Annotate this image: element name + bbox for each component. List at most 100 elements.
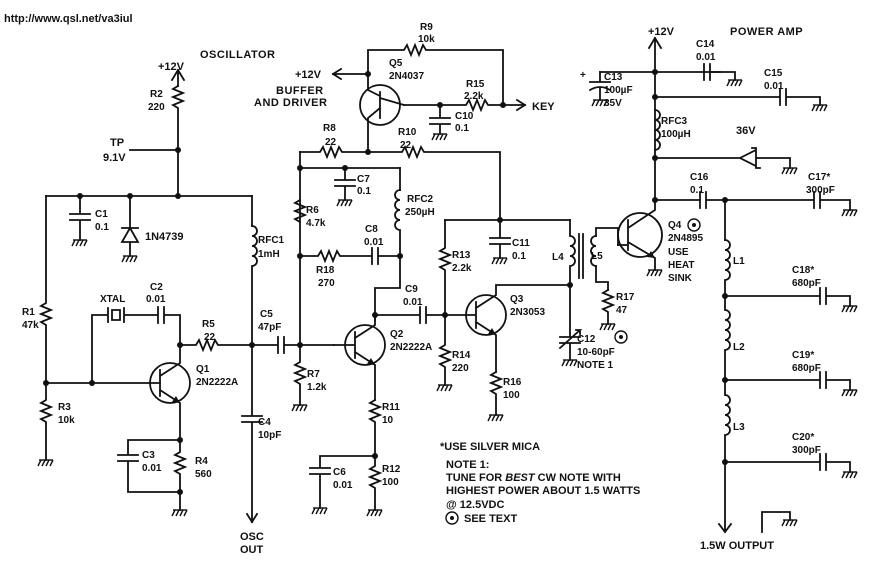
L1-ref: L1 [733,256,745,267]
L2-ref: L2 [733,342,745,353]
R1-ref: R1 [22,307,35,318]
C12-ref: C12 [577,334,596,345]
silver-mica-note: *USE SILVER MICA [440,441,540,453]
R6-ref: R6 [306,205,319,216]
osc-out-label-1: OSC [240,531,264,543]
C5-ref: C5 [260,309,273,320]
R5-value: 22 [204,332,216,343]
C6-ref: C6 [333,467,346,478]
note1-line3: @ 12.5VDC [446,499,504,511]
R10-value: 22 [400,140,412,151]
C5-value: 47pF [258,322,281,333]
C14-value: 0.01 [696,52,716,63]
R4-ref: R4 [195,456,208,467]
C8-ref: C8 [365,224,378,235]
L4-winding [569,219,576,286]
buffer-supply-label: +12V [295,69,322,81]
C9-ref: C9 [405,284,418,295]
C8-value: 0.01 [364,237,384,248]
L3-inductor [724,379,731,463]
C13-voltage: 35V [604,98,622,109]
R14-ref: R14 [452,350,471,361]
Q4-note-1: USE [668,247,689,258]
Q2-ref: Q2 [390,329,404,340]
C14-ref: C14 [696,39,715,50]
R5-ref: R5 [202,319,215,330]
key-label: KEY [532,101,555,113]
R12-value: 100 [382,477,399,488]
C19-ref: C19* [792,350,814,361]
L5-ref: L5 [591,251,603,262]
Q1-transistor [149,362,191,404]
RFC2-ref: RFC2 [407,194,434,205]
Q4-ref: Q4 [668,220,682,231]
L5-winding [590,235,597,267]
RFC1-choke [251,225,258,346]
R2-resistor [170,84,186,151]
L4-ref: L4 [552,252,564,263]
note1-title: NOTE 1: [446,459,489,471]
C11-ref: C11 [512,238,530,249]
Q4-note-3: SINK [668,273,693,284]
L1-inductor [724,239,731,297]
C1-value: 0.1 [95,222,109,233]
R8-value: 22 [325,137,337,148]
R12-ref: R12 [382,464,401,475]
oscillator-heading: OSCILLATOR [200,49,275,61]
R9-ref: R9 [420,22,433,33]
RFC2-value: 250µH [405,207,435,218]
Q5-part: 2N4037 [389,71,424,82]
C11-value: 0.1 [512,251,526,262]
C10-value: 0.1 [455,123,469,134]
C17-ref: C17* [808,172,830,183]
R15-value: 2.2k [464,91,484,102]
C7-ref: C7 [357,174,370,185]
Q5-ref: Q5 [389,58,403,69]
C19-value: 680pF [792,363,821,374]
osc-out-label-2: OUT [240,544,264,556]
L2-inductor [724,295,731,381]
RFC3-choke [654,109,661,151]
R13-value: 2.2k [452,263,472,274]
C9-value: 0.01 [403,297,423,308]
R3-value: 10k [58,415,75,426]
L3-ref: L3 [733,422,745,433]
R17-value: 47 [616,305,628,316]
RFC3-ref: RFC3 [661,116,688,127]
D1-part: 1N4739 [145,231,184,243]
C13-ref: C13 [604,72,623,83]
C3-ref: C3 [142,450,155,461]
xtal-label: XTAL [100,294,125,305]
R7-value: 1.2k [307,382,327,393]
R1-value: 47k [22,320,39,331]
C18-ref: C18* [792,265,814,276]
C17-value: 300pF [806,185,835,196]
buffer-heading-1: BUFFER [276,85,324,97]
RFC3-value: 100µH [661,129,691,140]
C16-ref: C16 [690,172,709,183]
R11-value: 10 [382,415,394,426]
R9-value: 10k [418,34,435,45]
Q3-part: 2N3053 [510,307,545,318]
R2-ref: R2 [150,89,163,100]
Q1-ref: Q1 [196,364,210,375]
R7-ref: R7 [307,369,320,380]
R15-ref: R15 [466,79,485,90]
osc-supply-label: +12V [158,61,185,73]
see-text-marker [445,511,459,525]
Q4-note-2: HEAT [668,260,694,271]
pa-supply-label: +12V [648,26,675,38]
C10-ref: C10 [455,111,474,122]
output-label: 1.5W OUTPUT [700,540,774,552]
R2-value: 220 [148,102,165,113]
tp-voltage: 9.1V [103,152,126,164]
C13-plus: + [580,70,586,81]
note1-line1: TUNE FOR BEST CW NOTE WITH [446,472,621,484]
R14-value: 220 [452,363,469,374]
R18-value: 270 [318,278,335,289]
R18-ref: R18 [316,265,335,276]
RFC1-value: 1mH [258,249,280,260]
C3-value: 0.01 [142,463,162,474]
